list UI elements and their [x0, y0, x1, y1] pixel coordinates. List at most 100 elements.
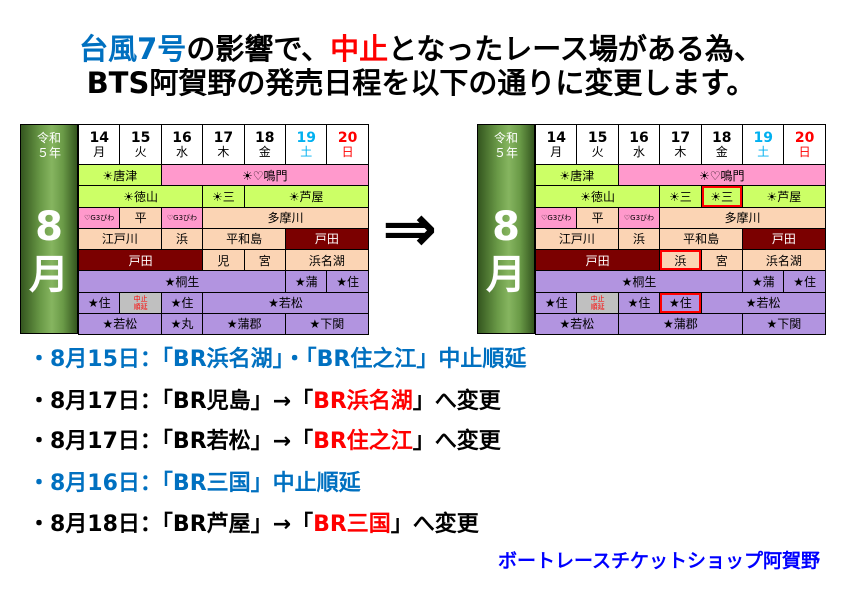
schedule-cell: 中止 順延	[576, 291, 619, 314]
day-number: 15	[587, 129, 608, 146]
schedule-cell: ★下関	[742, 312, 826, 335]
schedule-cell: ♡G3びわ	[617, 206, 661, 229]
schedule-cell: 江戸川	[78, 227, 162, 250]
note-line: ・8月17日：「BR児島」→「BR浜名湖」へ変更	[28, 388, 501, 416]
schedule-cell: ★桐生	[78, 270, 286, 293]
day-number: 18	[255, 129, 275, 146]
day-number: 17	[213, 129, 234, 146]
note-line: ・8月16日：「BR三国」中止順延	[28, 470, 361, 498]
schedule-cell: ★蒲	[742, 270, 785, 293]
note-segment: 」へ変更	[390, 512, 479, 537]
day-number: 15	[130, 129, 151, 146]
title-line-1: 台風7号の影響で、中止となったレース場がある為、	[0, 32, 842, 66]
schedule-cell: ★住	[617, 291, 661, 314]
weekday: 日	[341, 144, 354, 159]
schedule-cell: 平和島	[659, 227, 743, 250]
schedule-cell: ☀三	[202, 185, 245, 208]
schedule-cell: 戸田	[78, 249, 204, 272]
day-number: 17	[670, 129, 691, 146]
schedule-cell: 戸田	[535, 249, 661, 272]
schedule-cell: 戸田	[742, 227, 826, 250]
schedule-cell: ★若松	[535, 312, 619, 335]
schedule-cell-changed: ★住	[659, 291, 702, 314]
schedule-cell: ★住	[783, 270, 826, 293]
note-segment: 」へ変更	[412, 389, 501, 414]
title-segment: の影響で、	[186, 32, 331, 66]
schedule-cell: 中止 順延	[119, 291, 162, 314]
day-number: 20	[337, 129, 358, 146]
day-number: 14	[89, 129, 109, 146]
weekday: 金	[258, 144, 271, 159]
schedule-cell: ♡G3びわ	[160, 206, 204, 229]
note-segment: ・8月18日：「BR芦屋」→「	[28, 512, 314, 537]
schedule-cell: ☀三	[659, 185, 702, 208]
schedule-cell: 浜名湖	[285, 249, 369, 272]
schedule-cell-changed: 浜	[659, 249, 702, 272]
note-segment: 」へ変更	[412, 429, 501, 454]
schedule-cell: ☀♡鳴門	[160, 164, 369, 187]
era-name: 令和	[493, 131, 518, 145]
day-number: 19	[753, 129, 773, 146]
schedule-cell: 浜	[617, 227, 661, 250]
change-arrow: ⇒	[382, 190, 438, 267]
shop-name: ボートレースチケットショップ阿賀野	[497, 550, 820, 572]
note-line: ・8月18日：「BR芦屋」→「BR三国」へ変更	[28, 511, 479, 539]
schedule-cell: 平	[119, 206, 162, 229]
era-name: 令和	[36, 131, 61, 145]
schedule-cell: ★下関	[285, 312, 369, 335]
note-segment: BR三国	[313, 512, 391, 537]
schedule-cell: 宮	[243, 249, 286, 272]
schedule-cell: ★桐生	[535, 270, 743, 293]
schedule-cell: 多摩川	[202, 206, 369, 229]
schedule-cell: ★丸	[160, 312, 204, 335]
schedule-cell: ★蒲郡	[617, 312, 743, 335]
schedule-cell: 江戸川	[535, 227, 619, 250]
weekday: 水	[632, 144, 645, 159]
title-segment: となったレース場がある為、	[388, 32, 763, 66]
day-number: 20	[794, 129, 815, 146]
schedule-cell: ★若松	[700, 291, 826, 314]
schedule-cell: 宮	[700, 249, 743, 272]
schedule-cell: 浜名湖	[742, 249, 826, 272]
day-number: 14	[546, 129, 566, 146]
month-kanji: 月	[29, 252, 69, 298]
schedule-cell: ★住	[326, 270, 369, 293]
note-segment: ・8月16日：「BR三国」中止順延	[28, 471, 361, 496]
weekday: 木	[217, 144, 230, 159]
schedule-cell: ♡G3びわ	[535, 206, 578, 229]
schedule-cell: 戸田	[285, 227, 369, 250]
schedule-cell: ☀徳山	[78, 185, 204, 208]
weekday: 火	[591, 144, 604, 159]
schedule-cell: ★蒲	[285, 270, 328, 293]
title-segment: 中止	[330, 32, 389, 66]
weekday: 木	[674, 144, 687, 159]
weekday: 火	[134, 144, 147, 159]
day-number: 19	[296, 129, 316, 146]
note-segment: ・8月17日：「BR若松」→「	[28, 429, 314, 454]
day-number: 18	[712, 129, 732, 146]
note-segment: ・8月17日：「BR児島」→「	[28, 389, 314, 414]
weekday: 月	[550, 144, 563, 159]
schedule-cell: ☀唐津	[78, 164, 162, 187]
month-panel: 令和 ５年 8 月	[477, 124, 535, 334]
era-year: ５年	[493, 146, 518, 160]
note-line: ・8月15日：「BR浜名湖」・「BR住之江」中止順延	[28, 346, 526, 374]
era-year: ５年	[36, 146, 61, 160]
month-kanji: 月	[486, 252, 526, 298]
note-segment: BR住之江	[313, 429, 413, 454]
note-segment: ・8月15日：「BR浜名湖」・「BR住之江」中止順延	[28, 347, 527, 372]
schedule-cell: 浜	[160, 227, 204, 250]
era-label: 令和 ５年	[21, 131, 77, 161]
title-line-2: BTS阿賀野の発売日程を以下の通りに変更します。	[86, 66, 756, 100]
schedule-cell: ★蒲郡	[202, 312, 286, 335]
